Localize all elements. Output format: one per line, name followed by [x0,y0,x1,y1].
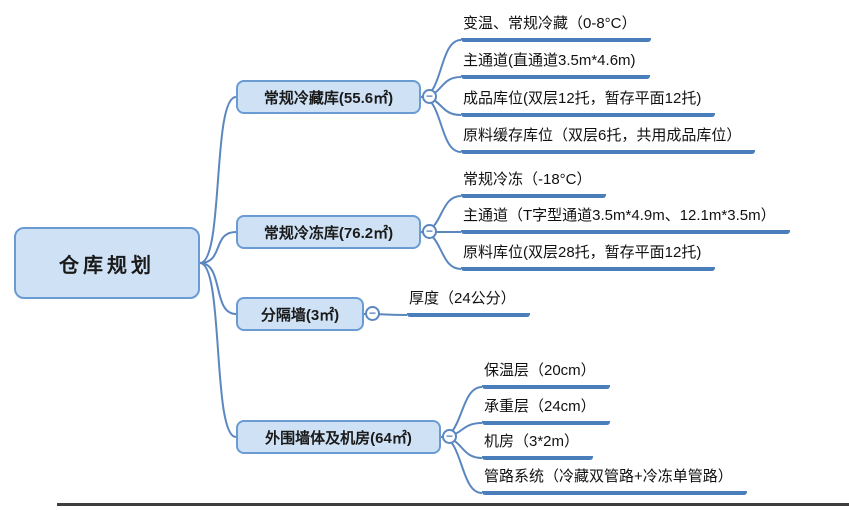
leaf-node[interactable]: 主通道（T字型通道3.5m*4.9m、12.1m*3.5m） [461,207,790,234]
leaf-label: 厚度（24公分） [409,290,516,307]
leaf-label: 主通道（T字型通道3.5m*4.9m、12.1m*3.5m） [463,207,776,224]
branch-node-outer-wall-machine-room[interactable]: 外围墙体及机房(64㎡) [236,420,441,454]
branch-label: 常规冷冻库(76.2㎡) [263,224,394,242]
leaf-node[interactable]: 原料缓存库位（双层6托，共用成品库位） [461,127,756,154]
bottom-divider [57,503,849,506]
collapse-minus-icon: − [425,224,433,238]
leaf-label: 管路系统（冷藏双管路+冷冻单管路） [484,468,733,485]
leaf-label: 成品库位(双层12托，暂存平面12托) [463,90,702,107]
leaf-label: 保温层（20cm） [484,362,596,379]
leaf-node[interactable]: 常规冷冻（-18°C） [461,171,606,198]
branch-node-partition-wall[interactable]: 分隔墙(3㎡) [236,297,364,331]
collapse-toggle-1[interactable]: − [422,89,437,104]
leaf-node[interactable]: 机房（3*2m） [482,433,594,460]
branch-label: 常规冷藏库(55.6㎡) [263,89,394,107]
branch-label: 外围墙体及机房(64㎡) [265,429,412,447]
leaf-node[interactable]: 管路系统（冷藏双管路+冷冻单管路） [482,468,747,495]
leaf-node[interactable]: 承重层（24cm） [482,398,610,425]
leaf-label: 承重层（24cm） [484,398,596,415]
leaf-node[interactable]: 原料库位(双层28托，暂存平面12托) [461,244,716,271]
root-node[interactable]: 仓库规划 [14,227,200,299]
branch-label: 分隔墙(3㎡) [260,306,340,324]
root-label: 仓库规划 [59,254,155,277]
branch-node-freezer[interactable]: 常规冷冻库(76.2㎡) [236,215,421,249]
leaf-node[interactable]: 保温层（20cm） [482,362,610,389]
leaf-label: 常规冷冻（-18°C） [463,171,592,188]
collapse-minus-icon: − [368,306,376,320]
collapse-toggle-3[interactable]: − [365,306,380,321]
leaf-node[interactable]: 主通道(直通道3.5m*4.6m) [461,52,650,79]
collapse-toggle-4[interactable]: − [442,429,457,444]
leaf-label: 变温、常规冷藏（0-8°C） [463,15,637,32]
leaf-label: 原料库位(双层28托，暂存平面12托) [463,244,702,261]
leaf-node[interactable]: 变温、常规冷藏（0-8°C） [461,15,651,42]
leaf-label: 主通道(直通道3.5m*4.6m) [463,52,636,69]
leaf-node[interactable]: 厚度（24公分） [407,290,530,317]
collapse-toggle-2[interactable]: − [422,224,437,239]
leaf-label: 机房（3*2m） [484,433,580,450]
branch-node-cold-storage[interactable]: 常规冷藏库(55.6㎡) [236,80,421,114]
collapse-minus-icon: − [425,89,433,103]
leaf-node[interactable]: 成品库位(双层12托，暂存平面12托) [461,90,716,117]
leaf-label: 原料缓存库位（双层6托，共用成品库位） [463,127,742,144]
collapse-minus-icon: − [445,429,453,443]
